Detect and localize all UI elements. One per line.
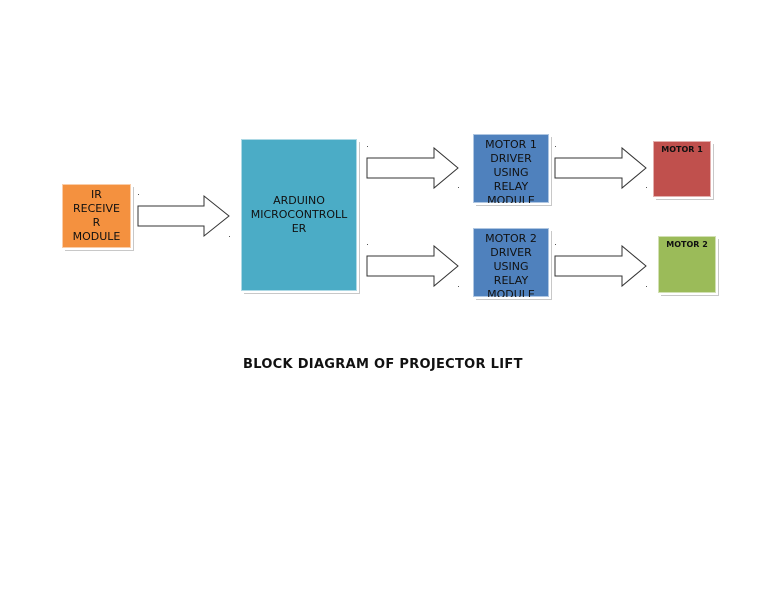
motor2-label: MOTOR 2 (666, 240, 708, 249)
ir-receiver-block: IR RECEIVE R MODULE (62, 184, 131, 248)
connector-mark (458, 286, 459, 287)
motor1-driver-block: MOTOR 1 DRIVER USING RELAY MODULE (473, 134, 549, 203)
arduino-label: ARDUINO MICROCONTROLL ER (250, 194, 348, 235)
motor2-driver-label: MOTOR 2 DRIVER USING RELAY MODULE (485, 232, 537, 297)
ir-receiver-label: IR RECEIVE R MODULE (72, 188, 121, 243)
connector-mark (229, 236, 230, 237)
motor1-block: MOTOR 1 (653, 141, 711, 197)
motor2-driver-block: MOTOR 2 DRIVER USING RELAY MODULE (473, 228, 549, 297)
motor1-driver-label: MOTOR 1 DRIVER USING RELAY MODULE (485, 138, 537, 203)
connector-mark (367, 146, 368, 147)
connector-mark (555, 146, 556, 147)
arrow-ir-to-arduino (137, 194, 230, 238)
connector-mark (367, 244, 368, 245)
connector-mark (458, 187, 459, 188)
arrow-arduino-to-driver2 (366, 244, 459, 288)
arrow-driver2-to-motor2 (554, 244, 647, 288)
connector-mark (555, 244, 556, 245)
connector-mark (138, 194, 139, 195)
connector-mark (646, 286, 647, 287)
arrow-driver1-to-motor1 (554, 146, 647, 190)
connector-mark (646, 187, 647, 188)
diagram-caption: BLOCK DIAGRAM OF PROJECTOR LIFT (243, 357, 523, 372)
motor2-block: MOTOR 2 (658, 236, 716, 293)
motor1-label: MOTOR 1 (661, 145, 703, 154)
arrow-arduino-to-driver1 (366, 146, 459, 190)
arduino-block: ARDUINO MICROCONTROLL ER (241, 139, 357, 291)
